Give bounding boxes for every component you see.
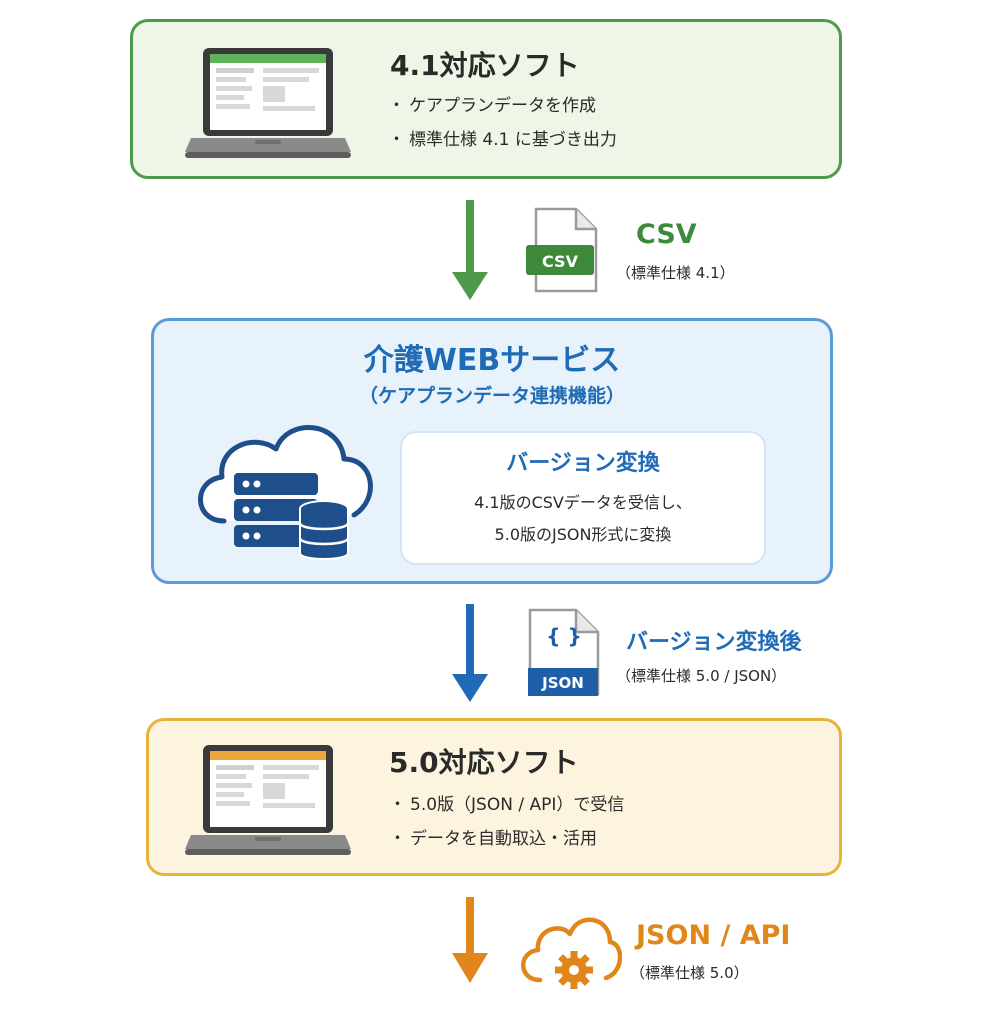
list-item: 5.0版（JSON / API）で受信 [389,788,624,822]
software-50-box: 5.0対応ソフト 5.0版（JSON / API）で受信 データを自動取込・活用 [146,718,842,876]
software-41-bullets: ケアプランデータを作成 標準仕様 4.1 に基づき出力 [388,89,617,157]
csv-file-icon: CSV [526,207,604,295]
software-41-title: 4.1対応ソフト [390,49,580,82]
web-service-title: 介護WEBサービス [363,343,621,378]
arrow-down-icon [450,897,490,989]
csv-sublabel: （標準仕様 4.1） [616,264,735,282]
database-icon [298,500,350,560]
list-item: データを自動取込・活用 [389,822,624,856]
web-service-subtitle: （ケアプランデータ連携機能） [358,385,625,407]
software-41-box: 4.1対応ソフト ケアプランデータを作成 標準仕様 4.1 に基づき出力 [130,19,842,179]
json-label: バージョン変換後 [626,630,802,655]
csv-file-badge: CSV [542,252,578,271]
conversion-line: 5.0版のJSON形式に変換 [494,525,672,544]
arrow-down-icon [450,200,490,304]
api-sublabel: （標準仕様 5.0） [630,964,749,982]
list-item: ケアプランデータを作成 [388,89,617,123]
csv-label: CSV [636,219,697,250]
list-item: 標準仕様 4.1 に基づき出力 [388,123,617,157]
json-file-badge: JSON [542,674,584,692]
software-50-bullets: 5.0版（JSON / API）で受信 データを自動取込・活用 [389,788,624,856]
conversion-line: 4.1版のCSVデータを受信し、 [474,493,692,512]
conversion-title: バージョン変換 [506,451,660,476]
json-sublabel: （標準仕様 5.0 / JSON） [616,667,787,685]
software-50-title: 5.0対応ソフト [389,746,579,779]
laptop-icon [183,741,353,859]
json-braces: { } [546,624,582,648]
web-service-box: 介護WEBサービス （ケアプランデータ連携機能） バージョン変換 4.1版のCS… [151,318,833,584]
arrow-down-icon [450,604,490,708]
cloud-gear-icon [512,902,622,994]
version-conversion-card: バージョン変換 4.1版のCSVデータを受信し、 5.0版のJSON形式に変換 [400,431,766,565]
api-label: JSON / API [636,920,791,951]
json-file-icon: { } JSON [526,608,604,698]
cloud-server-icon [184,403,384,563]
laptop-icon [183,44,353,162]
